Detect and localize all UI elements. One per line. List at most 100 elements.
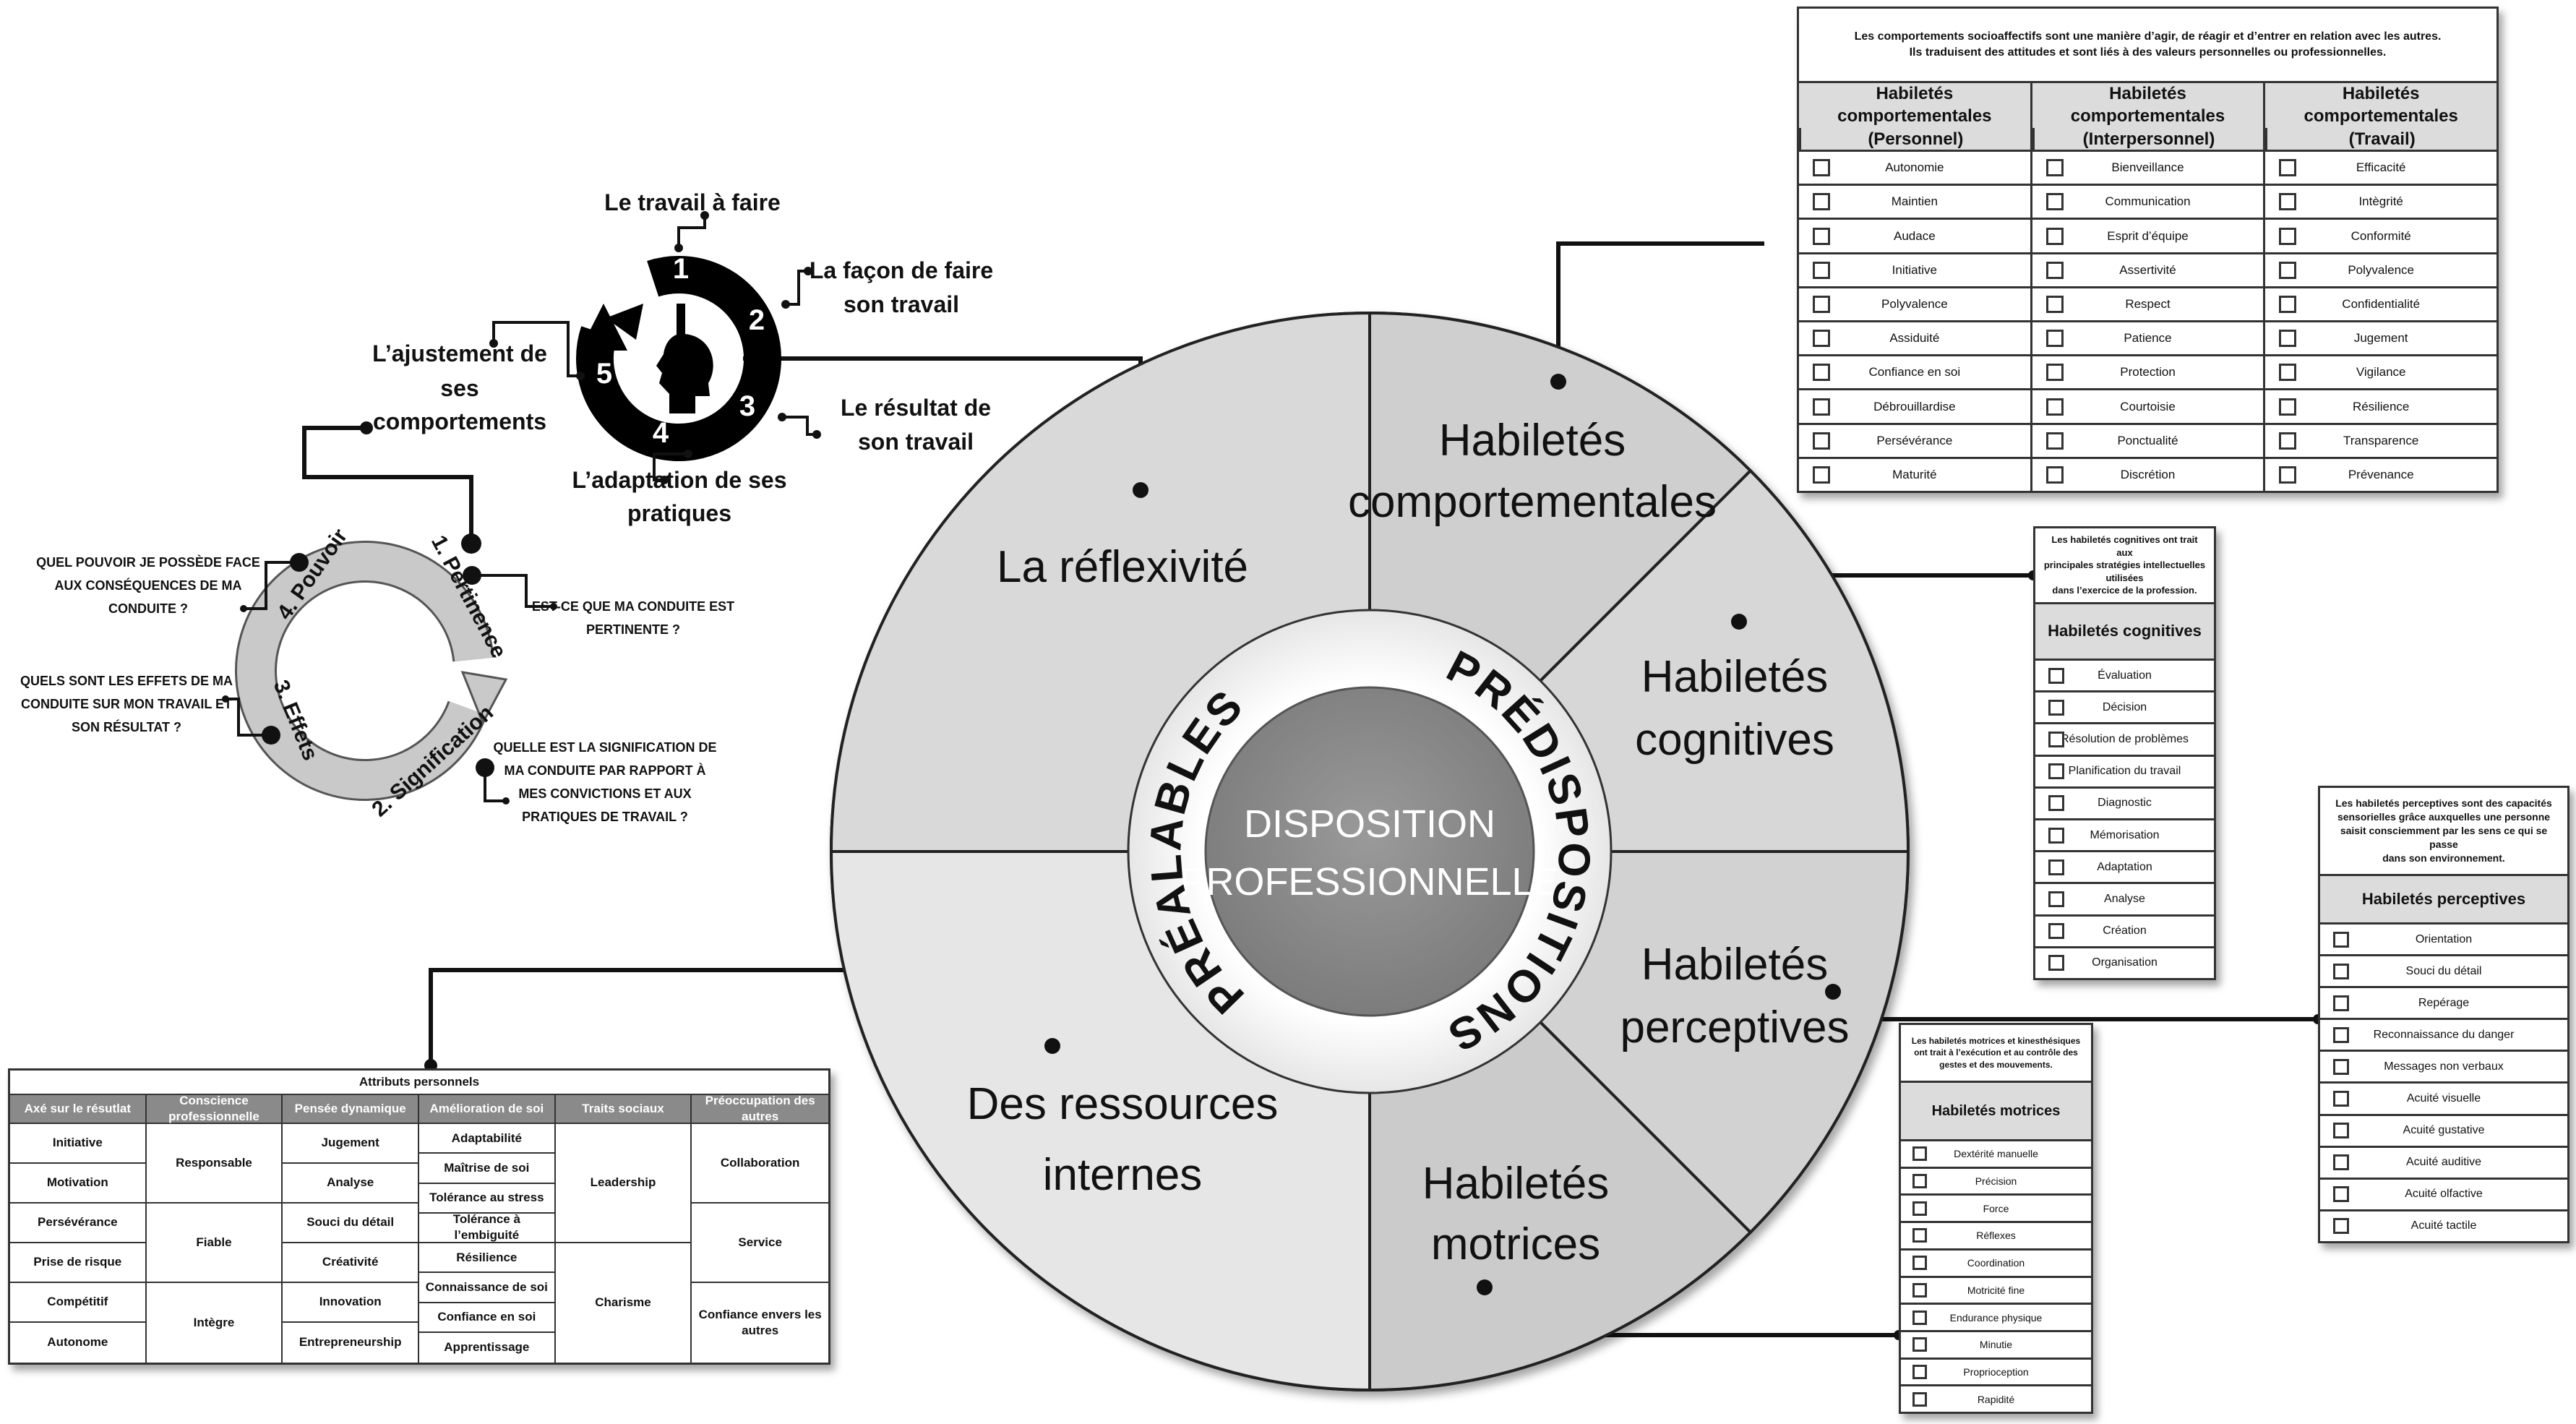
checkbox[interactable] (1813, 295, 1830, 313)
checkbox[interactable] (1813, 261, 1830, 279)
checklist-item-label: Orientation (2415, 932, 2473, 945)
checkbox[interactable] (2045, 193, 2064, 211)
checkbox[interactable] (2279, 432, 2297, 450)
question-2-line3: mes convictions et aux (518, 786, 691, 801)
attributs-cell: Apprentissage (419, 1332, 556, 1363)
checkbox[interactable] (1813, 193, 1830, 211)
checkbox[interactable] (1912, 1364, 1927, 1379)
attributs-column-header: Traits sociaux (555, 1095, 692, 1124)
checkbox[interactable] (2333, 1186, 2349, 1203)
checkbox[interactable] (2333, 963, 2349, 979)
checkbox[interactable] (1912, 1201, 1927, 1216)
checklist-row: Dextérité manuelle (1901, 1141, 2091, 1167)
checklist-row: Jugement (2265, 320, 2497, 354)
checkbox[interactable] (2279, 295, 2297, 313)
checklist-row: Proprioception (1901, 1357, 2091, 1385)
checkbox[interactable] (1813, 364, 1830, 382)
checkbox[interactable] (2279, 261, 2297, 279)
checklist-item-label: Vigilance (2356, 365, 2406, 379)
attributs-cell: Confiance envers les autres (698, 1307, 822, 1337)
checkbox[interactable] (2048, 891, 2064, 908)
checkbox[interactable] (2333, 1123, 2349, 1139)
checklist-row: Autonomie (1799, 152, 2030, 184)
checkbox[interactable] (1813, 432, 1830, 450)
checkbox[interactable] (2048, 923, 2064, 940)
checkbox[interactable] (2333, 1058, 2349, 1075)
checkbox[interactable] (2045, 398, 2064, 416)
column-header: Habiletés cognitives (2035, 604, 2214, 659)
checkbox[interactable] (2045, 261, 2064, 279)
checkbox[interactable] (2045, 295, 2064, 313)
checklist-row: Organisation (2035, 945, 2214, 978)
checklist-item-label: Création (2103, 925, 2147, 938)
checkbox[interactable] (2279, 227, 2297, 245)
checkbox[interactable] (2333, 1154, 2349, 1171)
checkbox[interactable] (2048, 827, 2064, 844)
attributs-column-header: Amélioration de soi (419, 1095, 556, 1124)
checklist-row: Prévenance (2265, 456, 2497, 491)
checkbox[interactable] (2279, 193, 2297, 211)
attributs-cell: Confiance en soi (419, 1303, 556, 1333)
checkbox[interactable] (2045, 466, 2064, 484)
checkbox[interactable] (2333, 1091, 2349, 1107)
checklist-row: Acuité olfactive (2320, 1177, 2567, 1209)
checkbox[interactable] (2279, 364, 2297, 382)
checkbox[interactable] (1813, 466, 1830, 484)
cycle-step-5-line2: ses (440, 375, 478, 401)
checkbox[interactable] (2048, 699, 2064, 716)
checklist-item-label: Repérage (2418, 996, 2470, 1009)
checkbox[interactable] (1813, 330, 1830, 348)
attributs-cell: Résilience (419, 1243, 556, 1274)
checkbox[interactable] (2045, 159, 2064, 177)
checkbox[interactable] (2279, 398, 2297, 416)
checkbox[interactable] (1912, 1337, 1927, 1352)
checklist-item-label: Force (1983, 1202, 2009, 1214)
attributs-cell: Fiable (146, 1204, 283, 1283)
checkbox[interactable] (2048, 795, 2064, 812)
checkbox[interactable] (1912, 1256, 1927, 1271)
attributs-cell: Autonome (10, 1323, 147, 1363)
checkbox[interactable] (2048, 763, 2064, 780)
column-header: Habiletés motrices (1901, 1083, 2091, 1139)
attributs-cell: Tolérance au stress (419, 1183, 556, 1214)
checklist-item-label: Patience (2124, 331, 2172, 346)
checklist-item-label: Proprioception (1963, 1365, 2029, 1378)
checkbox[interactable] (2333, 1026, 2349, 1043)
checkbox[interactable] (2279, 466, 2297, 484)
checkbox[interactable] (2048, 859, 2064, 875)
checkbox[interactable] (1912, 1282, 1927, 1298)
checkbox[interactable] (2279, 159, 2297, 177)
checklist-item-label: Coordination (1967, 1257, 2025, 1269)
checklist-row: Audace (1799, 218, 2030, 252)
checkbox[interactable] (1912, 1310, 1927, 1325)
checkbox[interactable] (2279, 330, 2297, 348)
checklist-row: Intègrité (2265, 184, 2497, 218)
checkbox[interactable] (2045, 364, 2064, 382)
checkbox[interactable] (2048, 732, 2064, 747)
checkbox[interactable] (2333, 931, 2349, 948)
checkbox[interactable] (2333, 995, 2349, 1011)
checkbox[interactable] (1912, 1228, 1927, 1243)
checklist-item-label: Réflexes (1976, 1230, 2016, 1242)
checkbox[interactable] (2333, 1218, 2349, 1235)
center-label: DISPOSITION PROFESSIONNELLE (1180, 802, 1559, 904)
checklist-row: Confiance en soi (1799, 354, 2030, 388)
checklist-item-label: Acuité auditive (2405, 1156, 2482, 1169)
checkbox[interactable] (2045, 330, 2064, 348)
checkbox[interactable] (2048, 955, 2064, 972)
checkbox[interactable] (1813, 227, 1830, 245)
question-2-line2: ma conduite par rapport à (505, 763, 706, 778)
checklist-item-label: Rapidité (1977, 1393, 2015, 1405)
checkbox[interactable] (2048, 667, 2064, 684)
attributs-cell: Innovation (283, 1283, 419, 1323)
checkbox[interactable] (2045, 432, 2064, 450)
checklist-item-label: Discrétion (2120, 467, 2176, 481)
checklist-row: Adaptation (2035, 850, 2214, 882)
checkbox[interactable] (1912, 1391, 1927, 1407)
checkbox[interactable] (1813, 159, 1830, 177)
checkbox[interactable] (1912, 1174, 1927, 1189)
checkbox[interactable] (1813, 398, 1830, 416)
checklist-row: Coordination (1901, 1248, 2091, 1276)
checkbox[interactable] (2045, 227, 2064, 245)
checkbox[interactable] (1912, 1146, 1927, 1162)
